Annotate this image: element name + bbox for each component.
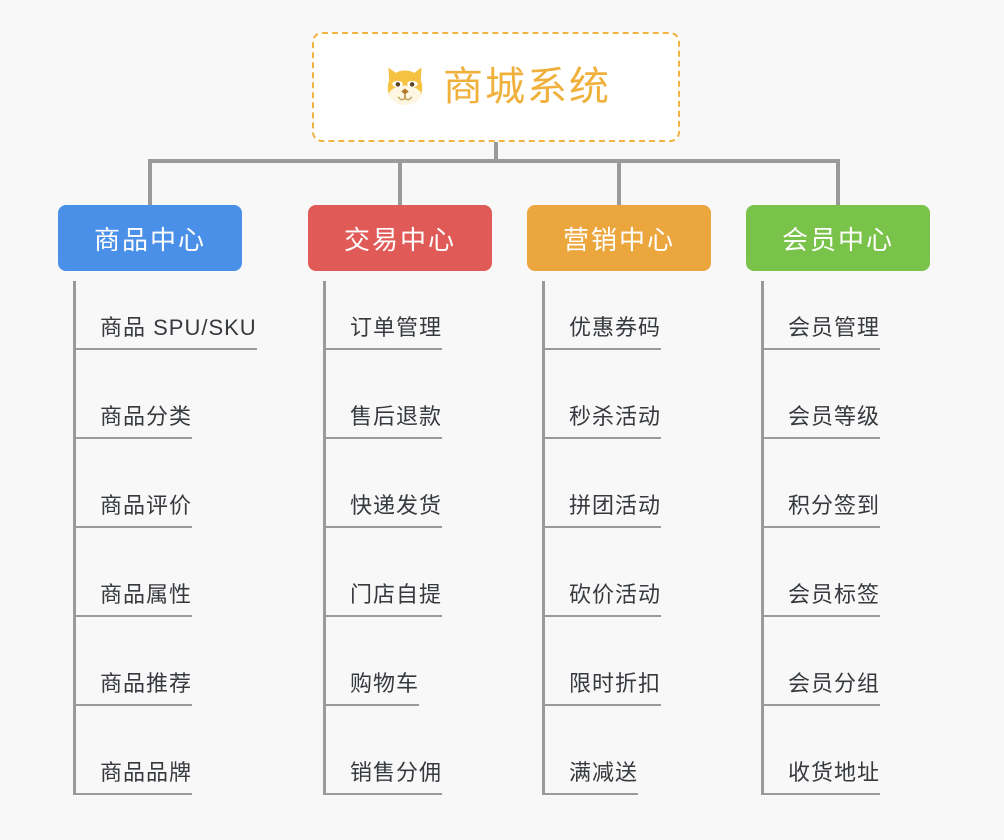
leaf-item[interactable]: 订单管理	[323, 315, 443, 350]
leaf-item-label: 售后退款	[350, 404, 443, 429]
leaf-item[interactable]: 销售分佣	[323, 760, 443, 795]
category-label: 交易中心	[343, 224, 456, 255]
leaf-item-label: 商品品牌	[100, 760, 193, 785]
leaf-spine	[542, 281, 545, 794]
category-label: 营销中心	[562, 224, 675, 255]
category-box-1[interactable]: 商品中心	[58, 205, 242, 271]
leaf-item-label: 商品 SPU/SKU	[100, 315, 257, 340]
leaf-item-label: 购物车	[350, 671, 420, 696]
leaf-item-label: 商品推荐	[100, 671, 193, 696]
connector-drop-3	[617, 159, 621, 207]
leaf-spine	[323, 281, 326, 794]
connector-root-stem	[494, 142, 498, 162]
leaf-item-label: 会员标签	[788, 582, 881, 607]
leaf-item-label: 门店自提	[350, 582, 443, 607]
leaf-item[interactable]: 商品评价	[73, 493, 193, 528]
leaf-item[interactable]: 积分签到	[761, 493, 881, 528]
leaf-item-label: 积分签到	[788, 493, 881, 518]
category-box-2[interactable]: 交易中心	[308, 205, 492, 271]
leaf-item[interactable]: 商品 SPU/SKU	[73, 317, 257, 350]
leaf-item-label: 商品属性	[100, 582, 193, 607]
leaf-item[interactable]: 会员标签	[761, 582, 881, 617]
leaf-item[interactable]: 限时折扣	[542, 671, 662, 706]
leaf-spine	[73, 281, 76, 794]
category-box-4[interactable]: 会员中心	[746, 205, 930, 271]
leaf-item-label: 限时折扣	[569, 671, 662, 696]
leaf-item[interactable]: 商品属性	[73, 582, 193, 617]
leaf-item[interactable]: 会员管理	[761, 315, 881, 350]
shiba-dog-icon	[387, 67, 423, 105]
leaf-item-label: 砍价活动	[569, 582, 662, 607]
leaf-item[interactable]: 会员分组	[761, 671, 881, 706]
leaf-item[interactable]: 会员等级	[761, 404, 881, 439]
root-node[interactable]: 商城系统	[312, 32, 680, 142]
leaf-item-label: 商品评价	[100, 493, 193, 518]
leaf-item-label: 快递发货	[350, 493, 443, 518]
leaf-item[interactable]: 秒杀活动	[542, 404, 662, 439]
leaf-item[interactable]: 商品品牌	[73, 760, 193, 795]
category-box-3[interactable]: 营销中心	[527, 205, 711, 271]
root-title: 商城系统	[443, 65, 611, 109]
leaf-item[interactable]: 砍价活动	[542, 582, 662, 617]
leaf-item-label: 优惠券码	[569, 315, 662, 340]
leaf-item-label: 收货地址	[788, 760, 881, 785]
leaf-item[interactable]: 优惠券码	[542, 315, 662, 350]
leaf-item-label: 会员等级	[788, 404, 881, 429]
leaf-item[interactable]: 商品推荐	[73, 671, 193, 706]
category-label: 会员中心	[781, 224, 894, 255]
leaf-item[interactable]: 购物车	[323, 671, 420, 706]
leaf-item-label: 商品分类	[100, 404, 193, 429]
leaf-item-label: 会员分组	[788, 671, 881, 696]
leaf-item[interactable]: 收货地址	[761, 760, 881, 795]
leaf-item-label: 销售分佣	[350, 760, 443, 785]
leaf-item[interactable]: 快递发货	[323, 493, 443, 528]
leaf-spine	[761, 281, 764, 794]
leaf-item[interactable]: 商品分类	[73, 404, 193, 439]
leaf-item[interactable]: 满减送	[542, 760, 639, 795]
leaf-item-label: 满减送	[569, 760, 639, 785]
leaf-item[interactable]: 售后退款	[323, 404, 443, 439]
connector-horizontal-bus	[150, 159, 840, 163]
connector-drop-4	[836, 159, 840, 207]
connector-drop-1	[148, 159, 152, 207]
leaf-item-label: 会员管理	[788, 315, 881, 340]
leaf-item-label: 拼团活动	[569, 493, 662, 518]
leaf-item-label: 秒杀活动	[569, 404, 662, 429]
leaf-item[interactable]: 拼团活动	[542, 493, 662, 528]
leaf-item-label: 订单管理	[350, 315, 443, 340]
leaf-item[interactable]: 门店自提	[323, 582, 443, 617]
connector-drop-2	[398, 159, 402, 207]
category-label: 商品中心	[93, 224, 206, 255]
